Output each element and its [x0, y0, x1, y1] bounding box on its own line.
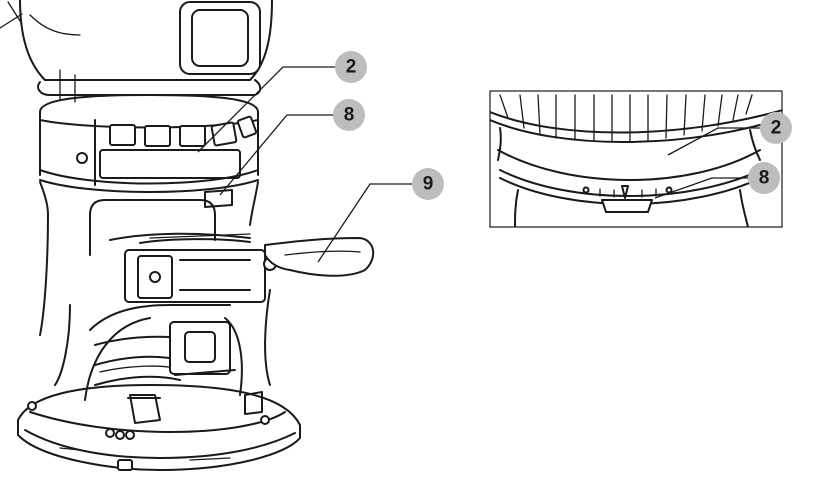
sub-base [17, 384, 301, 471]
callout-main-9-label: 9 [423, 174, 434, 195]
depth-ring [39, 94, 259, 226]
callout-inset-2-label: 2 [771, 118, 782, 139]
callout-main-8-label: 8 [344, 105, 355, 126]
router-illustration [0, 0, 375, 471]
callout-main-2-label: 2 [346, 57, 357, 78]
router-base [39, 199, 375, 424]
callout-inset-8-label: 8 [759, 168, 770, 189]
detail-inset [489, 90, 783, 228]
callout-main-2: 2 [197, 51, 367, 153]
motor-housing [0, 0, 273, 103]
callout-main-8: 8 [219, 99, 365, 196]
callout-inset-2: 2 [667, 112, 792, 156]
callout-main-9: 9 [317, 168, 444, 263]
callout-inset-8: 8 [654, 162, 780, 199]
